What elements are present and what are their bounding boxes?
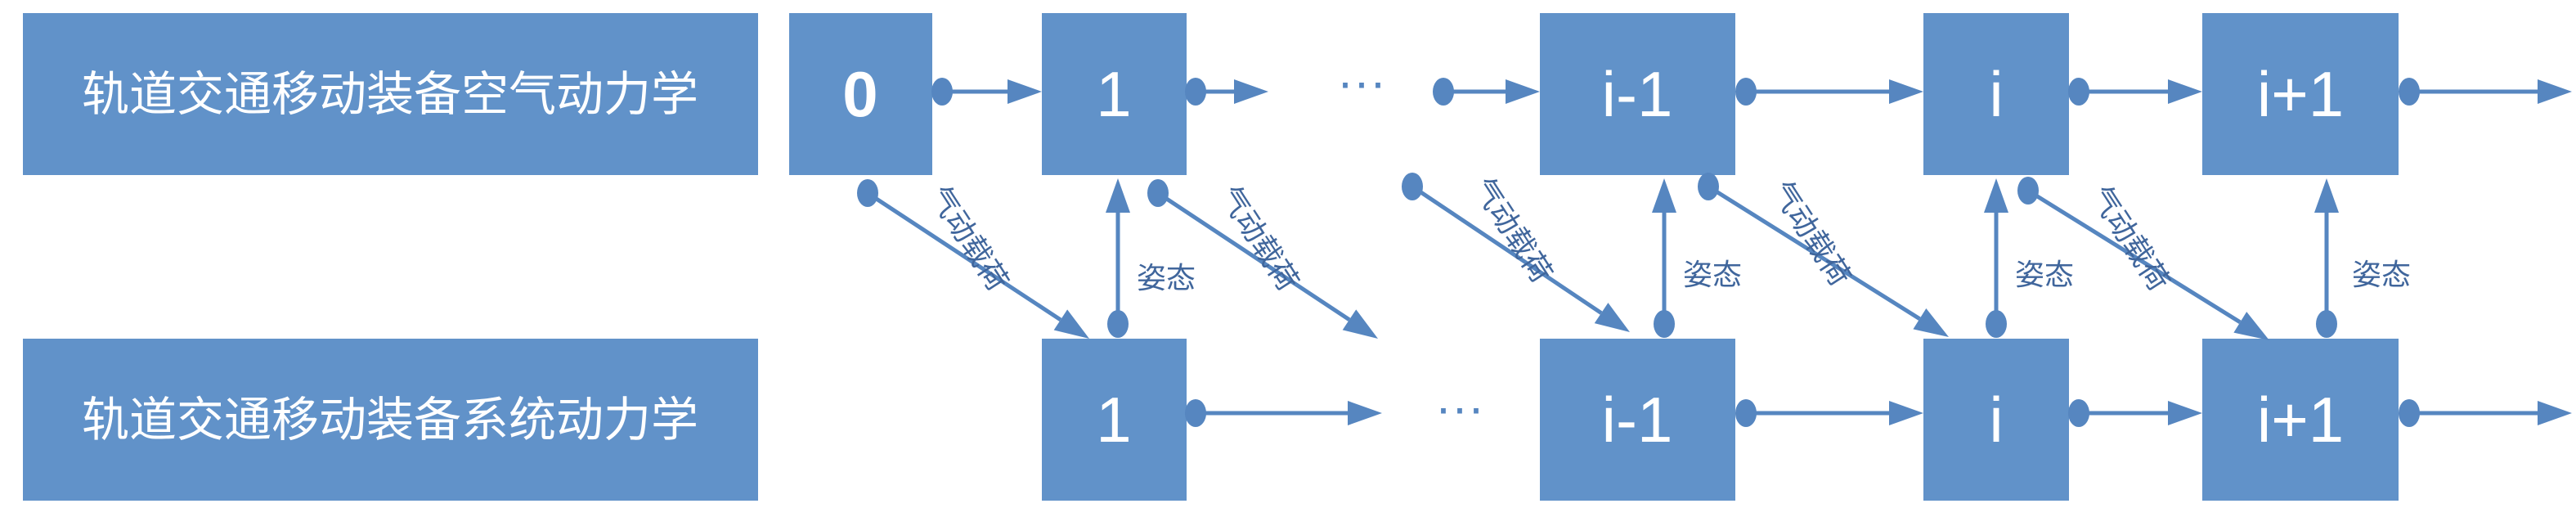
time-arrow bbox=[2068, 399, 2202, 427]
aero-load-arrow bbox=[1147, 179, 1378, 339]
attitude-arrow bbox=[1106, 178, 1130, 338]
arrowhead-icon bbox=[2168, 79, 2202, 104]
connector-dot bbox=[1147, 179, 1169, 207]
time-arrow bbox=[1185, 78, 1268, 106]
arrow-line bbox=[1707, 184, 1921, 321]
time-arrow bbox=[2399, 399, 2572, 427]
time-arrow bbox=[1735, 78, 1923, 106]
connector-dot bbox=[2316, 310, 2337, 338]
connector-dot bbox=[1185, 399, 1206, 427]
svg-text:i: i bbox=[1989, 58, 2003, 130]
arrowhead-icon bbox=[1889, 401, 1923, 425]
connector-dot bbox=[1735, 78, 1757, 106]
time-arrow bbox=[1185, 399, 1382, 427]
time-arrow bbox=[2068, 78, 2202, 106]
aero-load-arrow bbox=[1698, 173, 1949, 337]
svg-text:i: i bbox=[1989, 384, 2003, 456]
aero-title-box: 轨道交通移动装备空气动力学 bbox=[23, 13, 758, 175]
arrows bbox=[857, 78, 2572, 427]
connector-dot bbox=[931, 78, 953, 106]
arrowhead-icon bbox=[1106, 178, 1130, 213]
aero-load-label: 气动载荷 bbox=[2083, 181, 2175, 298]
arrowhead-icon bbox=[1889, 79, 1923, 104]
time-arrow bbox=[931, 78, 1042, 106]
connector-dot bbox=[2399, 78, 2420, 106]
connector-dot bbox=[1402, 173, 1423, 200]
arrowhead-icon bbox=[1348, 401, 1382, 425]
system-step-i: i bbox=[1923, 339, 2069, 501]
connector-dot bbox=[1185, 78, 1206, 106]
aero-title: 轨道交通移动装备空气动力学 bbox=[82, 66, 698, 122]
connector-dot bbox=[1107, 310, 1129, 338]
connector-dot bbox=[1986, 310, 2007, 338]
top-ellipsis: ··· bbox=[1337, 55, 1386, 110]
arrowhead-icon bbox=[1234, 79, 1268, 104]
attitude-label: 姿态 bbox=[1137, 262, 1196, 295]
system-title: 轨道交通移动装备系统动力学 bbox=[82, 392, 698, 447]
svg-text:1: 1 bbox=[1096, 384, 1131, 456]
aero-step-1: 1 bbox=[1042, 13, 1187, 175]
connector-dot bbox=[2068, 399, 2089, 427]
arrowhead-icon bbox=[1342, 309, 1378, 339]
arrow-line bbox=[1411, 184, 1603, 315]
arrowhead-icon bbox=[2168, 401, 2202, 425]
arrowhead-icon bbox=[2538, 79, 2572, 104]
arrowhead-icon bbox=[2233, 312, 2269, 340]
arrowhead-icon bbox=[2538, 401, 2572, 425]
aero-load-label: 气动载荷 bbox=[1764, 176, 1856, 293]
attitude-label: 姿态 bbox=[2352, 259, 2411, 292]
arrowhead-icon bbox=[1984, 178, 2008, 213]
arrowhead-icon bbox=[1053, 309, 1089, 339]
arrowhead-icon bbox=[1652, 178, 1676, 213]
connector-dot bbox=[2017, 177, 2039, 205]
svg-text:i-1: i-1 bbox=[1602, 384, 1673, 456]
connector-dot bbox=[857, 179, 878, 207]
bottom-ellipsis: ··· bbox=[1435, 380, 1484, 435]
aero-step-i-plus-1: i+1 bbox=[2202, 13, 2399, 175]
arrow-line bbox=[2026, 188, 2242, 324]
svg-text:i+1: i+1 bbox=[2257, 58, 2344, 130]
attitude-arrow bbox=[2314, 178, 2339, 338]
arrowhead-icon bbox=[2314, 178, 2339, 213]
svg-text:1: 1 bbox=[1096, 58, 1131, 130]
connector-dot bbox=[1735, 399, 1757, 427]
svg-text:i+1: i+1 bbox=[2257, 384, 2344, 456]
connector-dot bbox=[1654, 310, 1675, 338]
time-arrow bbox=[2399, 78, 2572, 106]
system-step-1: 1 bbox=[1042, 339, 1187, 501]
arrowhead-icon bbox=[1594, 303, 1630, 332]
system-title-box: 轨道交通移动装备系统动力学 bbox=[23, 339, 758, 501]
system-step-i-plus-1: i+1 bbox=[2202, 339, 2399, 501]
aero-load-arrow bbox=[857, 179, 1089, 339]
aero-step-i: i bbox=[1923, 13, 2069, 175]
aero-load-arrow bbox=[2017, 177, 2269, 340]
connector-dot bbox=[1433, 78, 1454, 106]
arrowhead-icon bbox=[1913, 308, 1949, 337]
connector-dot bbox=[2068, 78, 2089, 106]
arrowhead-icon bbox=[1008, 79, 1042, 104]
time-arrow bbox=[1433, 78, 1540, 106]
aero-step-0: 0 bbox=[789, 13, 932, 175]
connector-dot bbox=[1698, 173, 1719, 200]
system-step-i-minus-1: i-1 bbox=[1540, 339, 1735, 501]
attitude-arrow bbox=[1652, 178, 1676, 338]
attitude-label: 姿态 bbox=[1683, 259, 1742, 292]
attitude-label: 姿态 bbox=[2015, 259, 2074, 292]
attitude-arrow bbox=[1984, 178, 2008, 338]
svg-text:0: 0 bbox=[842, 58, 877, 130]
aero-load-arrow bbox=[1402, 173, 1630, 332]
time-arrow bbox=[1735, 399, 1923, 427]
arrowhead-icon bbox=[1506, 79, 1540, 104]
arrow-line bbox=[1156, 191, 1351, 321]
connector-dot bbox=[2399, 399, 2420, 427]
arrow-line bbox=[866, 191, 1062, 322]
svg-text:i-1: i-1 bbox=[1602, 58, 1673, 130]
aero-step-i-minus-1: i-1 bbox=[1540, 13, 1735, 175]
